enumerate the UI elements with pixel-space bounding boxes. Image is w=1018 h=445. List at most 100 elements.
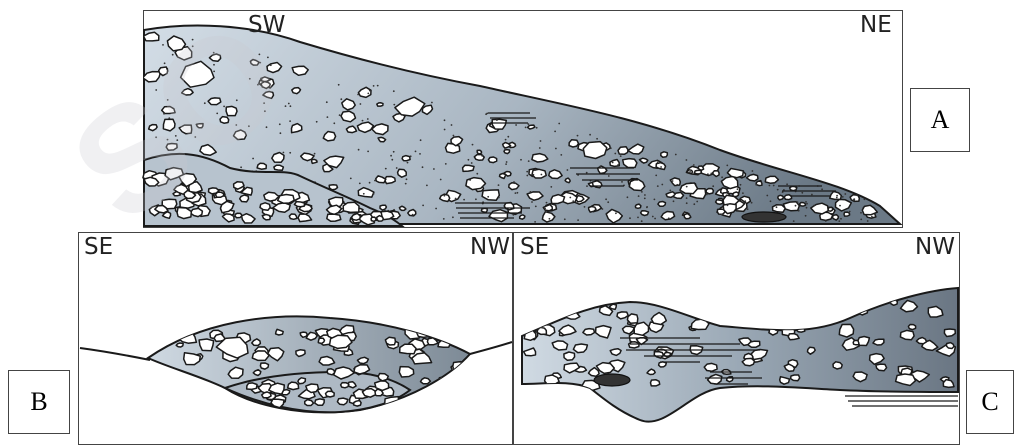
clast [166,144,177,151]
clast [305,400,314,406]
clast [385,337,395,345]
matrix-grain [236,99,238,101]
matrix-grain [844,193,846,195]
clast [788,334,799,340]
matrix-grain [213,71,215,73]
clast [481,208,487,212]
matrix-grain [513,214,515,216]
matrix-grain [369,182,371,184]
clast [589,207,596,213]
clast [800,203,806,207]
matrix-grain [530,191,532,193]
clast [168,373,176,379]
matrix-grain [669,190,671,192]
clast [739,311,747,316]
matrix-grain [264,110,266,112]
matrix-grain [496,119,498,121]
matrix-grain [751,202,753,204]
organic-lens-a [742,212,786,222]
matrix-grain [270,64,272,66]
matrix-grain [327,116,329,118]
clast [641,211,649,216]
matrix-grain [445,163,447,165]
matrix-grain [407,162,409,164]
matrix-grain [860,212,862,214]
clast [873,339,884,345]
matrix-grain [393,104,395,106]
matrix-grain [637,217,639,219]
matrix-grain [721,176,723,178]
clast [767,306,786,318]
matrix-grain [192,39,194,41]
matrix-grain [168,117,170,119]
matrix-grain [252,158,254,160]
clast [234,130,247,140]
clast [381,211,394,219]
clast [815,308,825,316]
matrix-grain [773,185,775,187]
clast [876,364,887,371]
matrix-grain [853,200,855,202]
matrix-grain [629,217,631,219]
panel-a-deposit [143,26,900,226]
matrix-grain [621,181,623,183]
panel-c-label: C [966,370,1014,434]
matrix-grain [340,98,342,100]
matrix-grain [675,154,677,156]
matrix-grain [558,123,560,125]
matrix-grain [453,135,455,137]
matrix-grain [641,220,643,222]
clast [539,312,556,323]
matrix-grain [600,165,602,167]
matrix-grain [696,201,698,203]
matrix-grain [362,120,364,122]
matrix-grain [652,216,654,218]
clast [742,358,754,365]
matrix-grain [451,124,453,126]
clast [318,338,324,343]
matrix-grain [589,134,591,136]
matrix-grain [660,166,662,168]
matrix-grain [864,198,866,200]
clast [689,301,700,308]
clast [352,213,361,220]
matrix-grain [415,151,417,153]
matrix-grain [525,127,527,129]
clast [791,375,800,381]
matrix-grain [539,147,541,149]
matrix-grain [614,153,616,155]
matrix-grain [644,198,646,200]
matrix-grain [280,132,282,134]
matrix-grain [693,203,695,205]
clast [583,329,595,335]
matrix-grain [571,202,573,204]
matrix-grain [680,190,682,192]
matrix-grain [536,127,538,129]
clast [378,137,386,141]
clast [421,378,431,384]
matrix-grain [289,120,291,122]
clast [748,341,760,347]
matrix-grain [498,197,500,199]
matrix-grain [155,136,157,138]
matrix-grain [515,124,517,126]
matrix-grain [433,168,435,170]
matrix-grain [797,201,799,203]
clast [778,195,784,200]
clast [716,200,723,204]
clast [292,88,301,94]
clast [853,340,859,344]
matrix-grain [727,204,729,206]
panel-c-deposit [521,288,958,422]
matrix-grain [688,172,690,174]
clast [521,314,536,324]
matrix-grain [175,135,177,137]
matrix-grain [586,172,588,174]
matrix-grain [481,155,483,157]
clast [908,325,915,330]
matrix-grain [769,185,771,187]
matrix-grain [192,45,194,47]
matrix-grain [805,215,807,217]
matrix-grain [235,124,237,126]
matrix-grain [358,149,360,151]
